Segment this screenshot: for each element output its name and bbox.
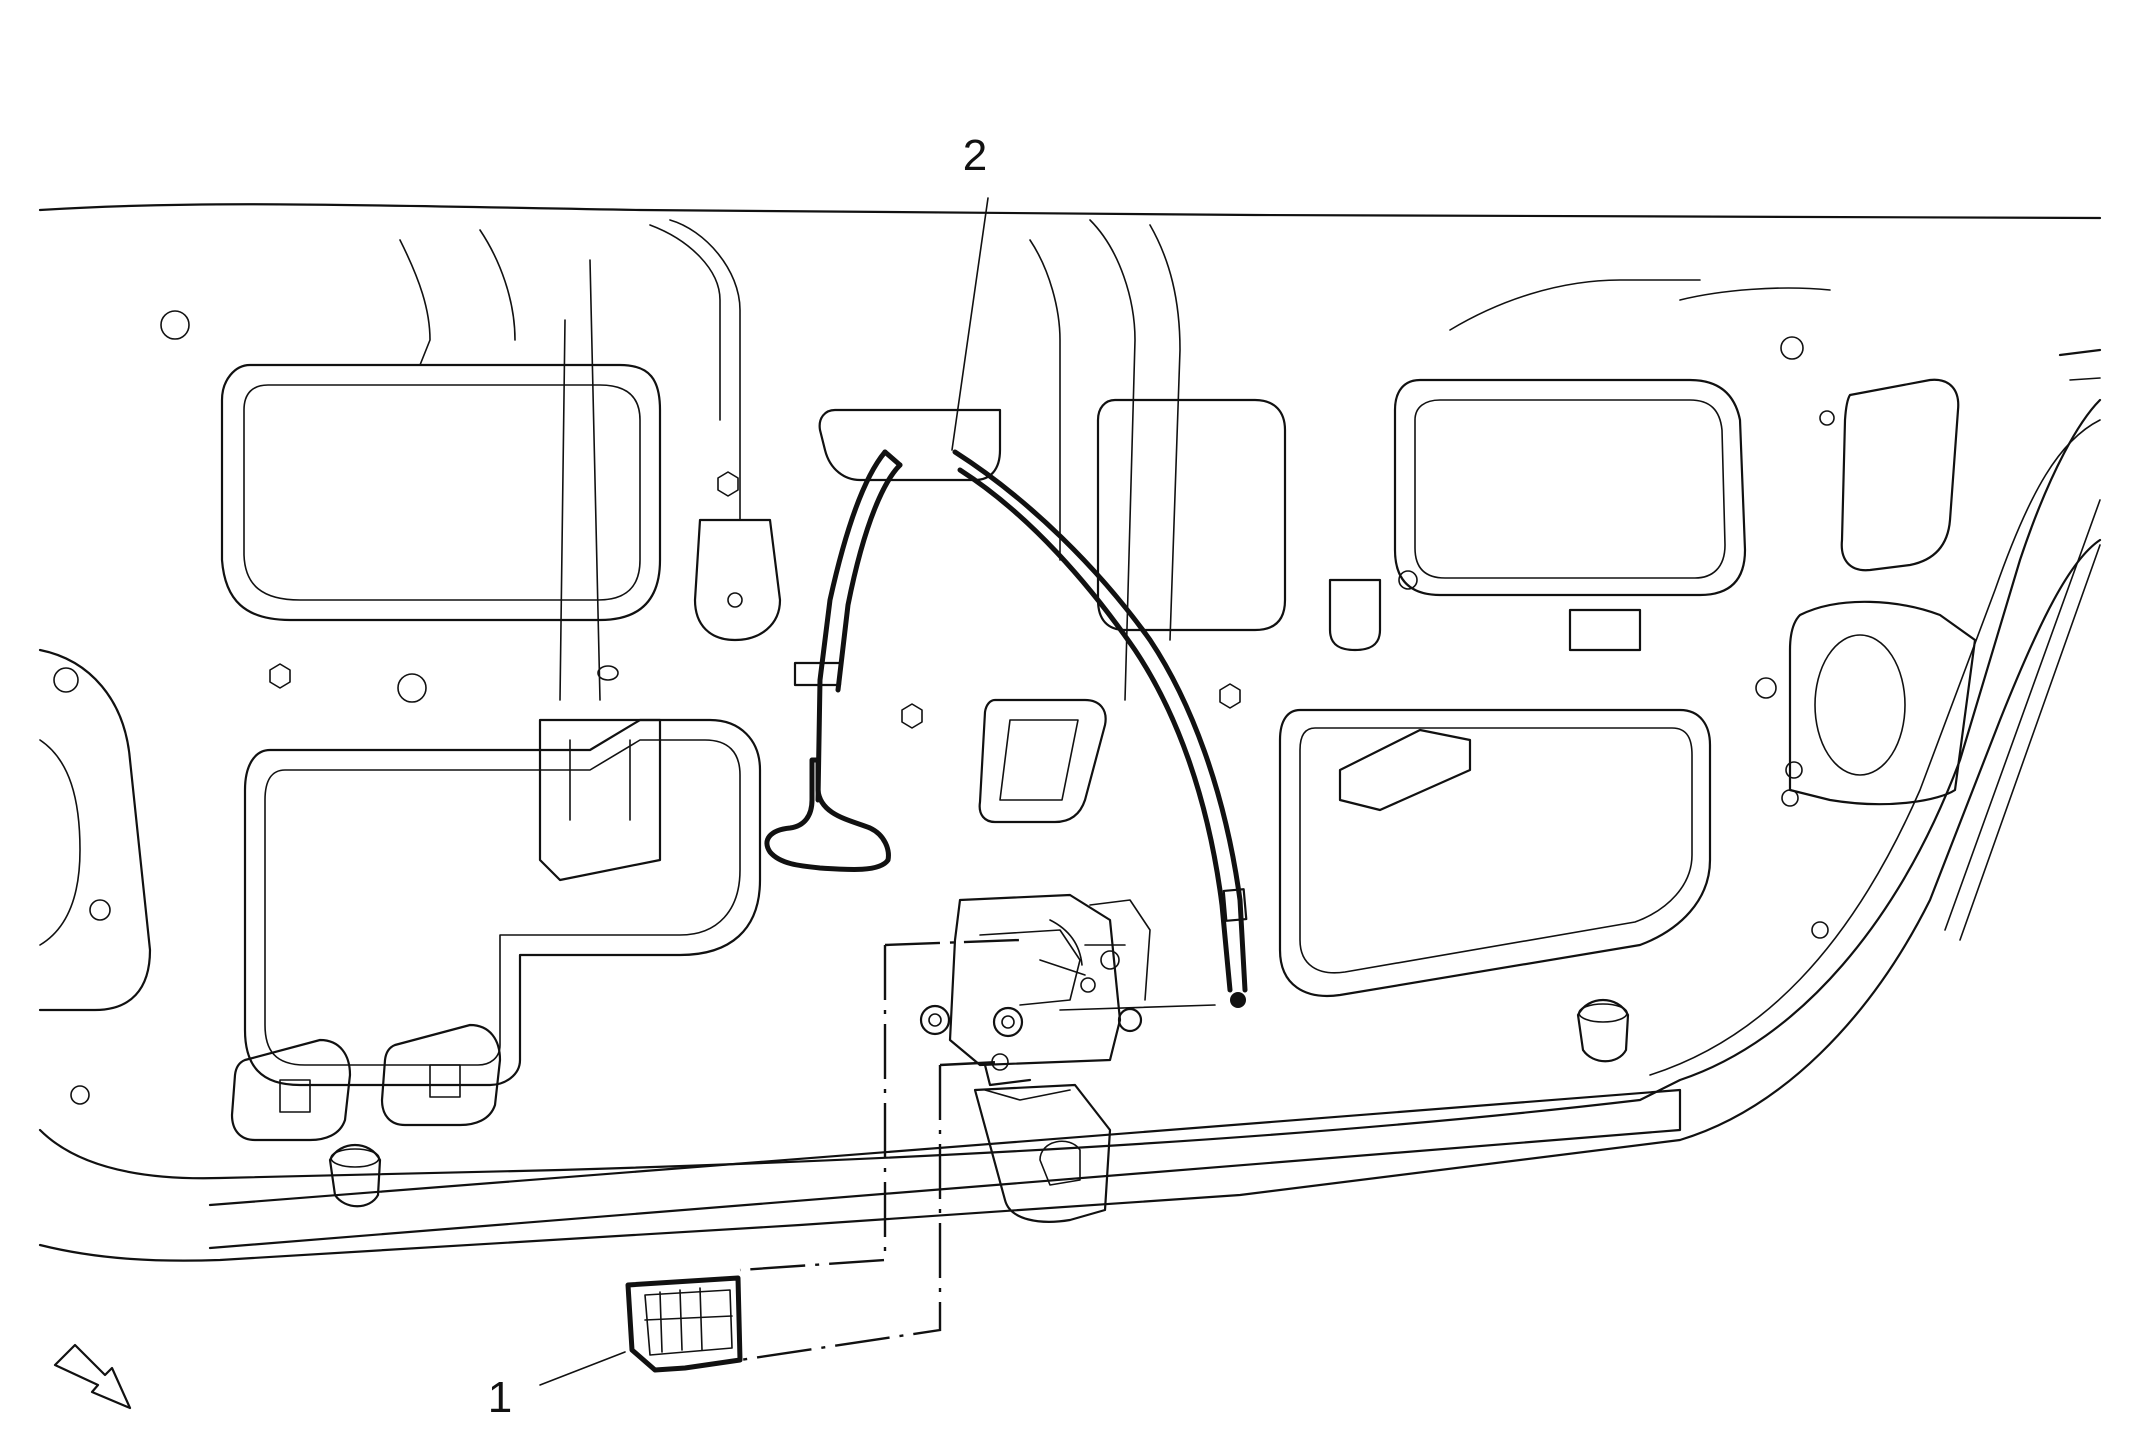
alignment-lines: [739, 938, 1021, 1362]
callout-label-1: 1: [488, 1373, 512, 1422]
latch-cover: [625, 1275, 743, 1373]
panel-openings: [38, 219, 1977, 1087]
panel-holes: [53, 310, 1835, 1105]
release-cable-right: [952, 449, 1248, 1008]
callout-leader-1: [539, 1351, 626, 1386]
callout-leader-2: [951, 197, 989, 451]
panel-brackets: [538, 518, 1642, 882]
bumper-stop-left: [328, 1144, 382, 1208]
release-handle-icon: [764, 757, 891, 872]
bumper-stop-right: [1576, 999, 1630, 1063]
callout-label-2: 2: [963, 131, 987, 180]
view-direction-arrow-icon: [53, 1343, 132, 1410]
inner-panel-outline: [38, 203, 2102, 1262]
release-cable-left: [793, 449, 903, 803]
access-pads: [230, 1023, 502, 1142]
latch-assembly: [919, 893, 1216, 1223]
